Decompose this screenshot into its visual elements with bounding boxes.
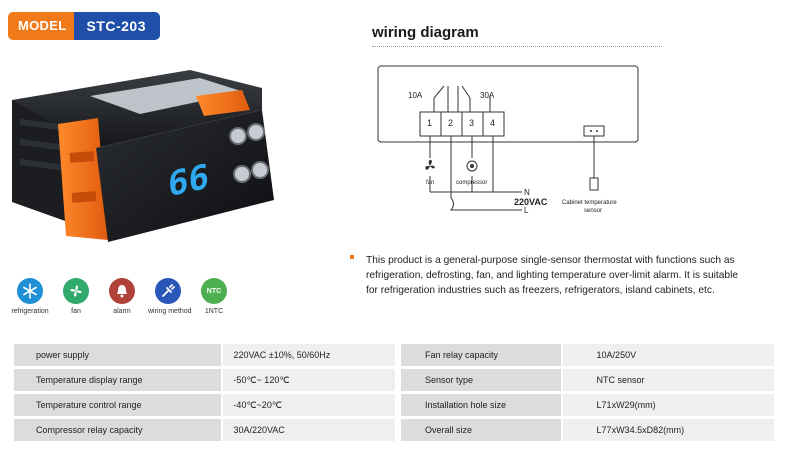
- feature-label: alarm: [113, 308, 131, 315]
- bullet-icon: [350, 255, 354, 259]
- title-divider: [372, 46, 662, 47]
- display-digits: 66: [168, 157, 209, 205]
- spec-value: 30A/220VAC: [223, 419, 395, 441]
- wiring-diagram-title: wiring diagram: [372, 24, 479, 41]
- spec-label: Temperature control range: [14, 394, 222, 416]
- table-row: Temperature display range -50℃~ 120℃ Sen…: [14, 369, 775, 391]
- spec-label: Overall size: [400, 419, 561, 441]
- wiring-method-icon: [155, 278, 181, 304]
- terminal-2: 2: [448, 118, 453, 128]
- spec-value: -50℃~ 120℃: [223, 369, 395, 391]
- spec-label: Installation hole size: [400, 394, 561, 416]
- wiring-diagram-svg: 10A 30A 1 2 3 4 fan compressor N 220VAC …: [377, 65, 639, 215]
- product-image: 66: [0, 52, 300, 252]
- spec-value: NTC sensor: [562, 369, 775, 391]
- table-row: power supply 220VAC ±10%, 50/60Hz Fan re…: [14, 344, 775, 366]
- spec-label: Compressor relay capacity: [14, 419, 222, 441]
- spec-value: 220VAC ±10%, 50/60Hz: [223, 344, 395, 366]
- spec-value: L77xW34.5xD82(mm): [562, 419, 775, 441]
- neutral-label: N: [524, 188, 530, 197]
- model-badge: MODEL STC-203: [8, 12, 160, 40]
- model-label: MODEL: [8, 12, 75, 40]
- feature-wiring-method: wiring method: [148, 278, 192, 315]
- terminal-4: 4: [490, 118, 495, 128]
- spec-table: power supply 220VAC ±10%, 50/60Hz Fan re…: [14, 344, 775, 444]
- model-name: STC-203: [74, 12, 160, 40]
- product-description: This product is a general-purpose single…: [350, 253, 750, 298]
- fan-label: fan: [426, 180, 434, 186]
- terminal-3: 3: [469, 118, 474, 128]
- spec-value: L71xW29(mm): [562, 394, 775, 416]
- feature-label: refrigeration: [11, 308, 49, 315]
- voltage-label: 220VAC: [514, 197, 548, 207]
- sensor-label-1: Cabinet temperature: [562, 200, 617, 206]
- sensor-label-2: sensor: [584, 208, 602, 214]
- ntc-icon: NTC: [201, 278, 227, 304]
- line-label: L: [524, 206, 529, 215]
- feature-ntc: NTC 1NTC: [194, 278, 234, 315]
- feature-icons: refrigeration fan alarm wiring method NT…: [10, 278, 250, 322]
- thermostat-illustration: 66: [12, 70, 274, 242]
- feature-label: fan: [71, 308, 81, 315]
- relay-left-rating: 10A: [408, 91, 423, 100]
- feature-fan: fan: [56, 278, 96, 315]
- wiring-diagram: 10A 30A 1 2 3 4 fan compressor N 220VAC …: [372, 58, 672, 228]
- table-row: Compressor relay capacity 30A/220VAC Ove…: [14, 419, 775, 441]
- spec-label: Sensor type: [400, 369, 561, 391]
- table-row: Temperature control range -40℃~20℃ Insta…: [14, 394, 775, 416]
- feature-alarm: alarm: [102, 278, 142, 315]
- compressor-label: compressor: [456, 180, 487, 186]
- spec-label: power supply: [14, 344, 222, 366]
- feature-label: 1NTC: [204, 308, 224, 315]
- feature-label: wiring method: [148, 308, 192, 315]
- terminal-1: 1: [427, 118, 432, 128]
- alarm-icon: [109, 278, 135, 304]
- description-text: This product is a general-purpose single…: [366, 255, 739, 296]
- relay-right-rating: 30A: [480, 91, 495, 100]
- spec-label: Fan relay capacity: [400, 344, 561, 366]
- spec-label: Temperature display range: [14, 369, 222, 391]
- spec-value: 10A/250V: [562, 344, 775, 366]
- ntc-badge-text: NTC: [206, 287, 222, 295]
- feature-refrigeration: refrigeration: [10, 278, 50, 315]
- spec-value: -40℃~20℃: [223, 394, 395, 416]
- fan-icon: [63, 278, 89, 304]
- refrigeration-icon: [17, 278, 43, 304]
